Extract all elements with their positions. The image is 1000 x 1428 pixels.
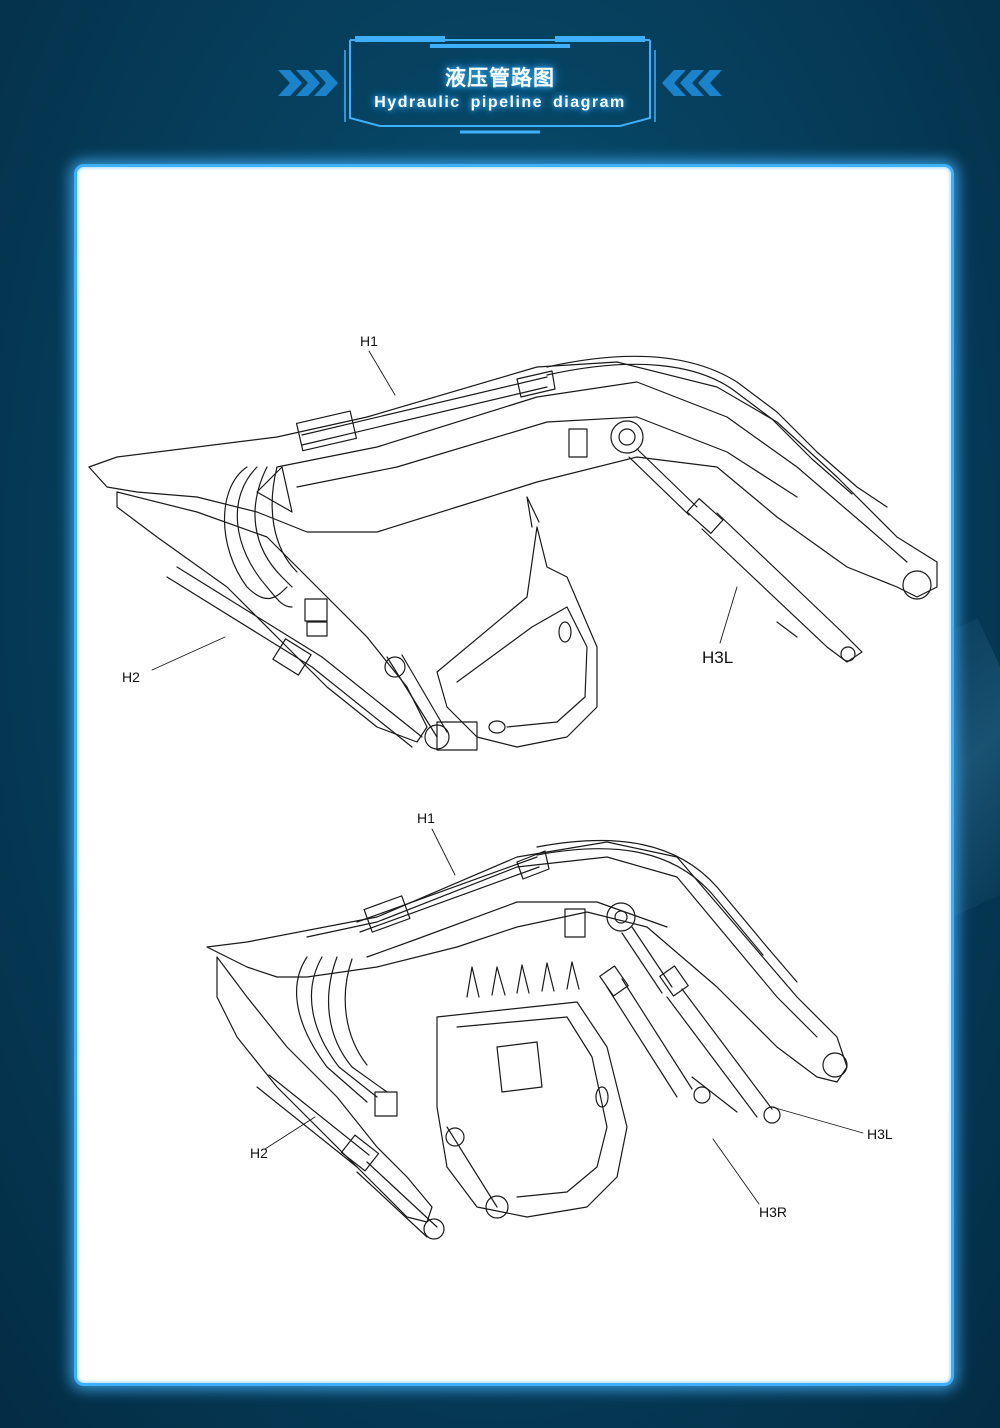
hydraulic-diagrams-drawing xyxy=(88,350,938,1240)
label-h2-top: H2 xyxy=(122,669,140,685)
page-title-en: Hydraulic pipeline diagram xyxy=(374,94,626,111)
label-h3l-bottom: H3L xyxy=(867,1126,893,1142)
label-h3l-top: H3L xyxy=(702,648,734,667)
right-chevrons-icon xyxy=(662,70,722,96)
label-h3r-bottom: H3R xyxy=(759,1204,788,1220)
label-h2-bottom: H2 xyxy=(250,1145,268,1161)
left-chevrons-icon xyxy=(278,70,338,96)
header-frame-graphic xyxy=(278,36,722,134)
diagram-panel: H1 H2 H3L H1 H2 H3L H3R xyxy=(74,164,954,1386)
bottom-excavator-arm xyxy=(206,828,864,1240)
page-title-cn: 液压管路图 xyxy=(445,66,555,90)
label-h1-top: H1 xyxy=(360,333,378,349)
label-h1-bottom: H1 xyxy=(417,810,435,826)
top-excavator-arm xyxy=(88,350,938,751)
header-banner: 液压管路图 Hydraulic pipeline diagram xyxy=(0,0,1000,150)
frame-bars xyxy=(355,36,645,48)
